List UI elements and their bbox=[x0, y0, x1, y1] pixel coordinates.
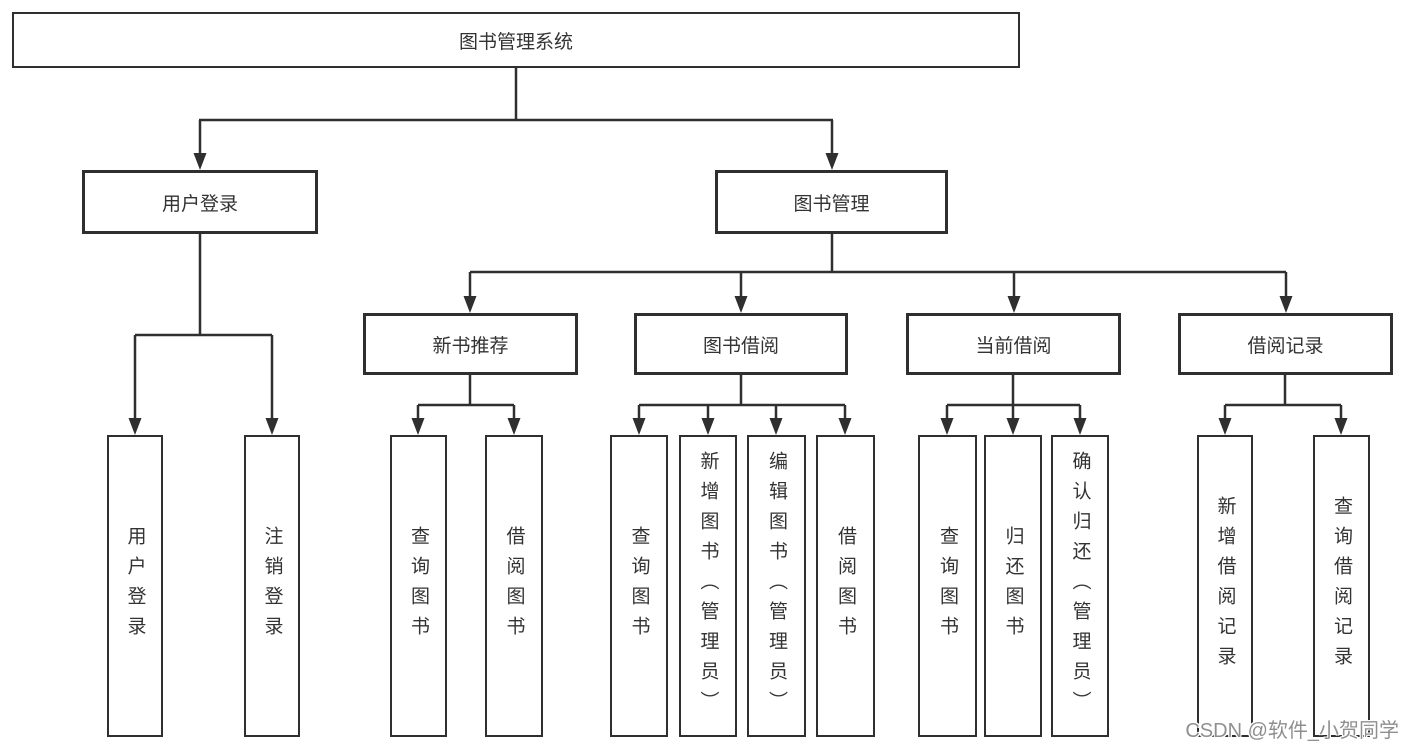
node-label: 新增图书（管理员） bbox=[697, 451, 719, 721]
node-return-books: 归还图书 bbox=[984, 435, 1042, 737]
node-label: 新书推荐 bbox=[432, 335, 509, 357]
node-query-books-recommend: 查询图书 bbox=[390, 435, 447, 737]
node-book-borrow: 图书借阅 bbox=[634, 313, 848, 375]
node-label: 新增借阅记录 bbox=[1214, 496, 1236, 676]
connector-root-split bbox=[193, 68, 839, 170]
csdn-watermark: CSDN @软件_小贺同学 bbox=[1185, 720, 1399, 742]
node-label: 图书管理系统 bbox=[458, 31, 573, 53]
node-user-login: 用户登录 bbox=[82, 170, 318, 234]
node-borrow-books-recommend: 借阅图书 bbox=[485, 435, 543, 737]
connector-borrow-record-split bbox=[1218, 375, 1348, 435]
node-query-books-borrow: 查询图书 bbox=[610, 435, 668, 737]
node-label: 查询图书 bbox=[628, 526, 650, 646]
node-query-books-current: 查询图书 bbox=[918, 435, 977, 737]
node-label: 归还图书 bbox=[1002, 526, 1024, 646]
node-borrow-records: 借阅记录 bbox=[1178, 313, 1393, 375]
node-library-management-system: 图书管理系统 bbox=[12, 12, 1020, 68]
node-user-login-leaf: 用户登录 bbox=[107, 435, 163, 737]
node-label: 用户登录 bbox=[161, 193, 238, 215]
node-label: 借阅记录 bbox=[1247, 335, 1324, 357]
connector-book-borrow-split bbox=[632, 375, 852, 435]
node-label: 当前借阅 bbox=[975, 335, 1052, 357]
node-confirm-return-admin: 确认归还（管理员） bbox=[1051, 435, 1109, 737]
node-label: 注销登录 bbox=[261, 526, 283, 646]
node-label: 查询图书 bbox=[408, 526, 429, 646]
node-current-borrow: 当前借阅 bbox=[906, 313, 1121, 375]
node-edit-book-admin: 编辑图书（管理员） bbox=[747, 435, 806, 737]
node-label: 查询图书 bbox=[937, 526, 958, 646]
node-label: 图书管理 bbox=[793, 193, 870, 215]
node-label: 图书借阅 bbox=[702, 335, 779, 357]
node-label: 借阅图书 bbox=[835, 526, 856, 646]
node-add-book-admin: 新增图书（管理员） bbox=[679, 435, 737, 737]
node-label: 借阅图书 bbox=[503, 526, 525, 646]
node-label: 用户登录 bbox=[124, 526, 146, 646]
connector-current-borrow-split bbox=[940, 375, 1087, 435]
node-new-book-recommend: 新书推荐 bbox=[363, 313, 578, 375]
connector-new-book-split bbox=[411, 375, 521, 435]
node-label: 确认归还（管理员） bbox=[1069, 451, 1091, 721]
node-logout: 注销登录 bbox=[244, 435, 300, 737]
node-borrow-books-leaf: 借阅图书 bbox=[816, 435, 875, 737]
node-query-borrow-record: 查询借阅记录 bbox=[1313, 435, 1370, 737]
node-label: 编辑图书（管理员） bbox=[766, 451, 787, 721]
node-book-management: 图书管理 bbox=[715, 170, 948, 234]
node-add-borrow-record: 新增借阅记录 bbox=[1197, 435, 1253, 737]
node-label: 查询借阅记录 bbox=[1331, 496, 1352, 676]
connector-user-login-split bbox=[128, 234, 279, 435]
connector-book-management-split bbox=[463, 234, 1293, 313]
